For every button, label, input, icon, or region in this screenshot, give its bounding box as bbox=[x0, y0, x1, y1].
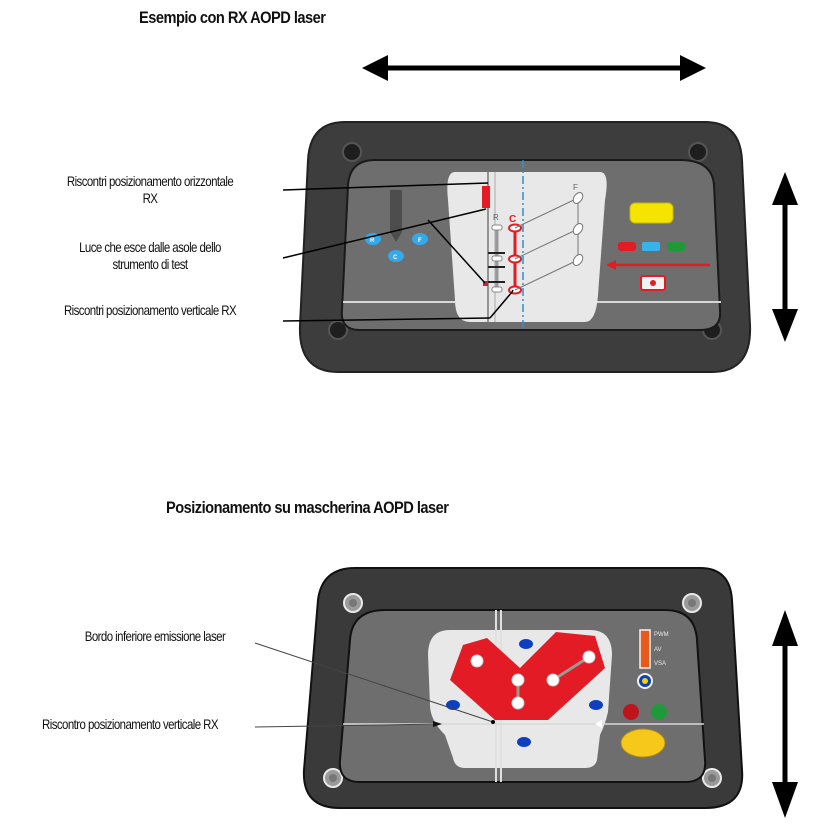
screw-icon bbox=[342, 142, 362, 162]
leader-lines-bottom bbox=[254, 642, 494, 728]
callout-line: strumento di test bbox=[112, 256, 188, 272]
screw-icon bbox=[343, 593, 363, 613]
callout-line: Riscontri posizionamento verticale RX bbox=[63, 302, 237, 318]
indicator-yellow bbox=[629, 202, 674, 224]
button-red[interactable] bbox=[623, 704, 639, 720]
callout-line: Luce che esce dalle asole dello bbox=[79, 239, 221, 255]
scale-label-f: F bbox=[573, 183, 578, 192]
section1-title: Esempio con RX AOPD laser bbox=[139, 8, 326, 27]
callout-vertical-rx: Riscontri posizionamento verticale RX bbox=[43, 302, 256, 319]
laser-mask-shape bbox=[450, 632, 605, 720]
double-arrow-horizontal-icon bbox=[362, 55, 706, 81]
callout-line: Riscontro posizionamento verticale RX bbox=[42, 716, 219, 732]
callout-line: Riscontri posizionamento orizzontale bbox=[66, 173, 234, 189]
screw-icon bbox=[702, 768, 722, 788]
indicator-blue bbox=[642, 242, 660, 251]
vertical-marker bbox=[483, 281, 488, 286]
mode-label-vsa: VSA bbox=[654, 661, 666, 667]
mask-device-bottom: PWM AV VSA bbox=[302, 567, 744, 809]
screw-icon bbox=[323, 768, 343, 788]
section2-title: Posizionamento su mascherina AOPD laser bbox=[166, 498, 449, 517]
mode-label-pwm: PWM bbox=[654, 632, 669, 638]
callout-laser-bottom-edge: Bordo inferiore emissione laser bbox=[61, 628, 250, 645]
indicator-green bbox=[667, 242, 685, 251]
scale-label-c: C bbox=[509, 214, 516, 225]
scale-label-r: R bbox=[493, 213, 499, 222]
button-f[interactable]: F bbox=[412, 233, 428, 245]
callout-vertical-rx-bottom: Riscontro posizionamento verticale RX bbox=[23, 716, 236, 733]
svg-text:R: R bbox=[370, 238, 375, 244]
svg-text:C: C bbox=[393, 255, 398, 261]
screw-icon bbox=[688, 142, 708, 162]
rx-device-top: R C F R C F bbox=[298, 121, 752, 373]
screw-icon bbox=[682, 593, 702, 613]
button-yellow[interactable] bbox=[620, 728, 666, 758]
callout-light-slots: Luce che esce dalle asole dello strument… bbox=[43, 239, 256, 273]
double-arrow-vertical-icon bbox=[772, 172, 798, 342]
screw-icon bbox=[328, 320, 348, 340]
double-arrow-vertical-bottom-icon bbox=[772, 610, 798, 818]
leader-lines-top bbox=[282, 182, 514, 322]
callout-horizontal-rx: Riscontri posizionamento orizzontale RX bbox=[43, 173, 256, 207]
button-c[interactable]: C bbox=[388, 250, 404, 262]
horizontal-marker bbox=[482, 186, 490, 208]
callout-line: RX bbox=[142, 190, 158, 206]
blue-dot bbox=[517, 737, 531, 747]
blue-dot bbox=[589, 700, 603, 710]
svg-text:F: F bbox=[418, 238, 422, 244]
callout-line: Bordo inferiore emissione laser bbox=[84, 628, 226, 644]
blue-dot bbox=[519, 639, 533, 649]
mode-label-av: AV bbox=[654, 647, 662, 653]
level-indicator bbox=[639, 629, 651, 669]
button-green[interactable] bbox=[651, 704, 667, 720]
indicator-red bbox=[618, 242, 636, 251]
